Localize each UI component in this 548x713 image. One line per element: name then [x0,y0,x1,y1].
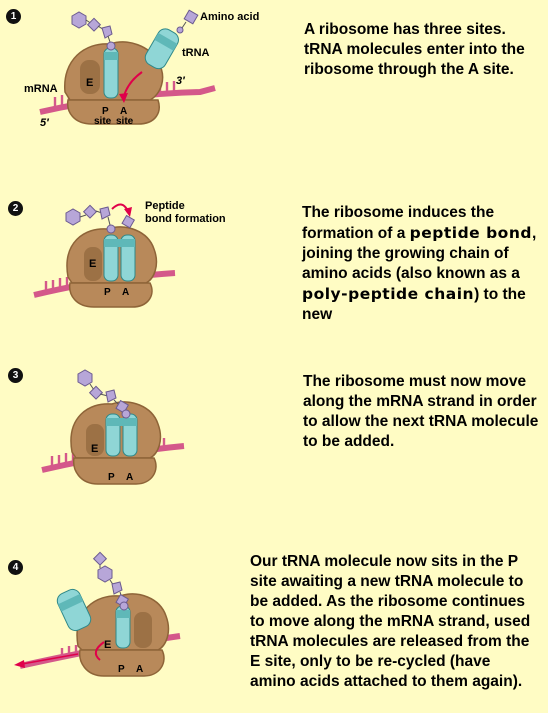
p-site-label: P [104,287,111,298]
amino-acid-chain [65,204,136,234]
step-1-diagram: Amino acid tRNA mRNA 3′ 5′ E P A site si… [24,9,259,129]
step-2-panel: 2 Peptide bond formation [0,195,548,365]
step-2-diagram: Peptide bond formation E P A [33,200,226,308]
step-3-description: The ribosome must now move along the mRN… [303,373,539,450]
step-1-description: A ribosome has three sites. tRNA molecul… [304,21,525,78]
incoming-trna [144,28,179,70]
e-site-label: E [91,443,98,455]
step-number-1: 1 [6,9,21,24]
step-2-description: The ribosome induces the formation of a … [302,203,542,325]
ribosome-small-subunit [78,649,165,677]
a-site-label: A [136,664,143,675]
step-2-text-1: The ribosome induces the formation of a [302,204,495,242]
bond-formation-label: bond formation [145,213,226,225]
step-number-2: 2 [8,201,23,216]
step-1-panel: 1 [0,0,548,170]
step-3-panel: 3 E P A The ribosome must n [0,362,548,532]
step-number-3: 3 [8,368,23,383]
mrna-label: mRNA [24,83,58,95]
step-4-diagram: E P A [14,551,181,677]
amino-acid-chain [92,551,130,611]
a-site-label: A [122,287,129,298]
e-site-label: E [86,77,93,89]
e-site-pocket [86,424,104,456]
ribosome-small-subunit [68,282,153,308]
p-site-label: P [108,472,115,483]
amino-acid-on-trna [176,9,199,34]
amino-acid-chain [77,369,131,419]
e-site-pocket [84,247,102,281]
a-site-label: A [126,472,133,483]
p-site-word: site [94,116,112,127]
e-site-pocket [80,60,100,94]
step-3-diagram: E P A [41,369,185,485]
three-prime-label: 3′ [176,75,186,87]
a-site-word: site [116,116,134,127]
peptide-bond-term: peptide bond [409,224,532,242]
trna-label: tRNA [182,47,210,59]
p-site-label: P [118,664,125,675]
e-site-label: E [104,639,111,651]
amino-acid-chain [71,11,116,51]
five-prime-label: 5′ [40,117,50,129]
exit-arrow [21,653,79,665]
amino-acid-label: Amino acid [200,11,259,23]
step-4-description: Our tRNA molecule now sits in the P site… [250,553,531,690]
peptide-label: Peptide [145,200,185,212]
a-site-label: A [120,106,127,117]
step-2-text-2: , joining the growing chain of amino aci… [302,225,537,282]
polypeptide-chain-term: poly-peptide chain [302,285,475,303]
ribosome-small-subunit [66,99,160,125]
e-site-label: E [89,258,96,270]
step-2-text-3: ) to the new [302,286,526,323]
release-arrow [94,641,105,661]
p-site-label: P [102,106,109,117]
step-4-panel: 4 E P [0,540,548,713]
a-site-pocket [134,612,152,648]
step-number-4: 4 [8,560,23,575]
exiting-trna [56,588,92,632]
ribosome-small-subunit [72,457,157,485]
